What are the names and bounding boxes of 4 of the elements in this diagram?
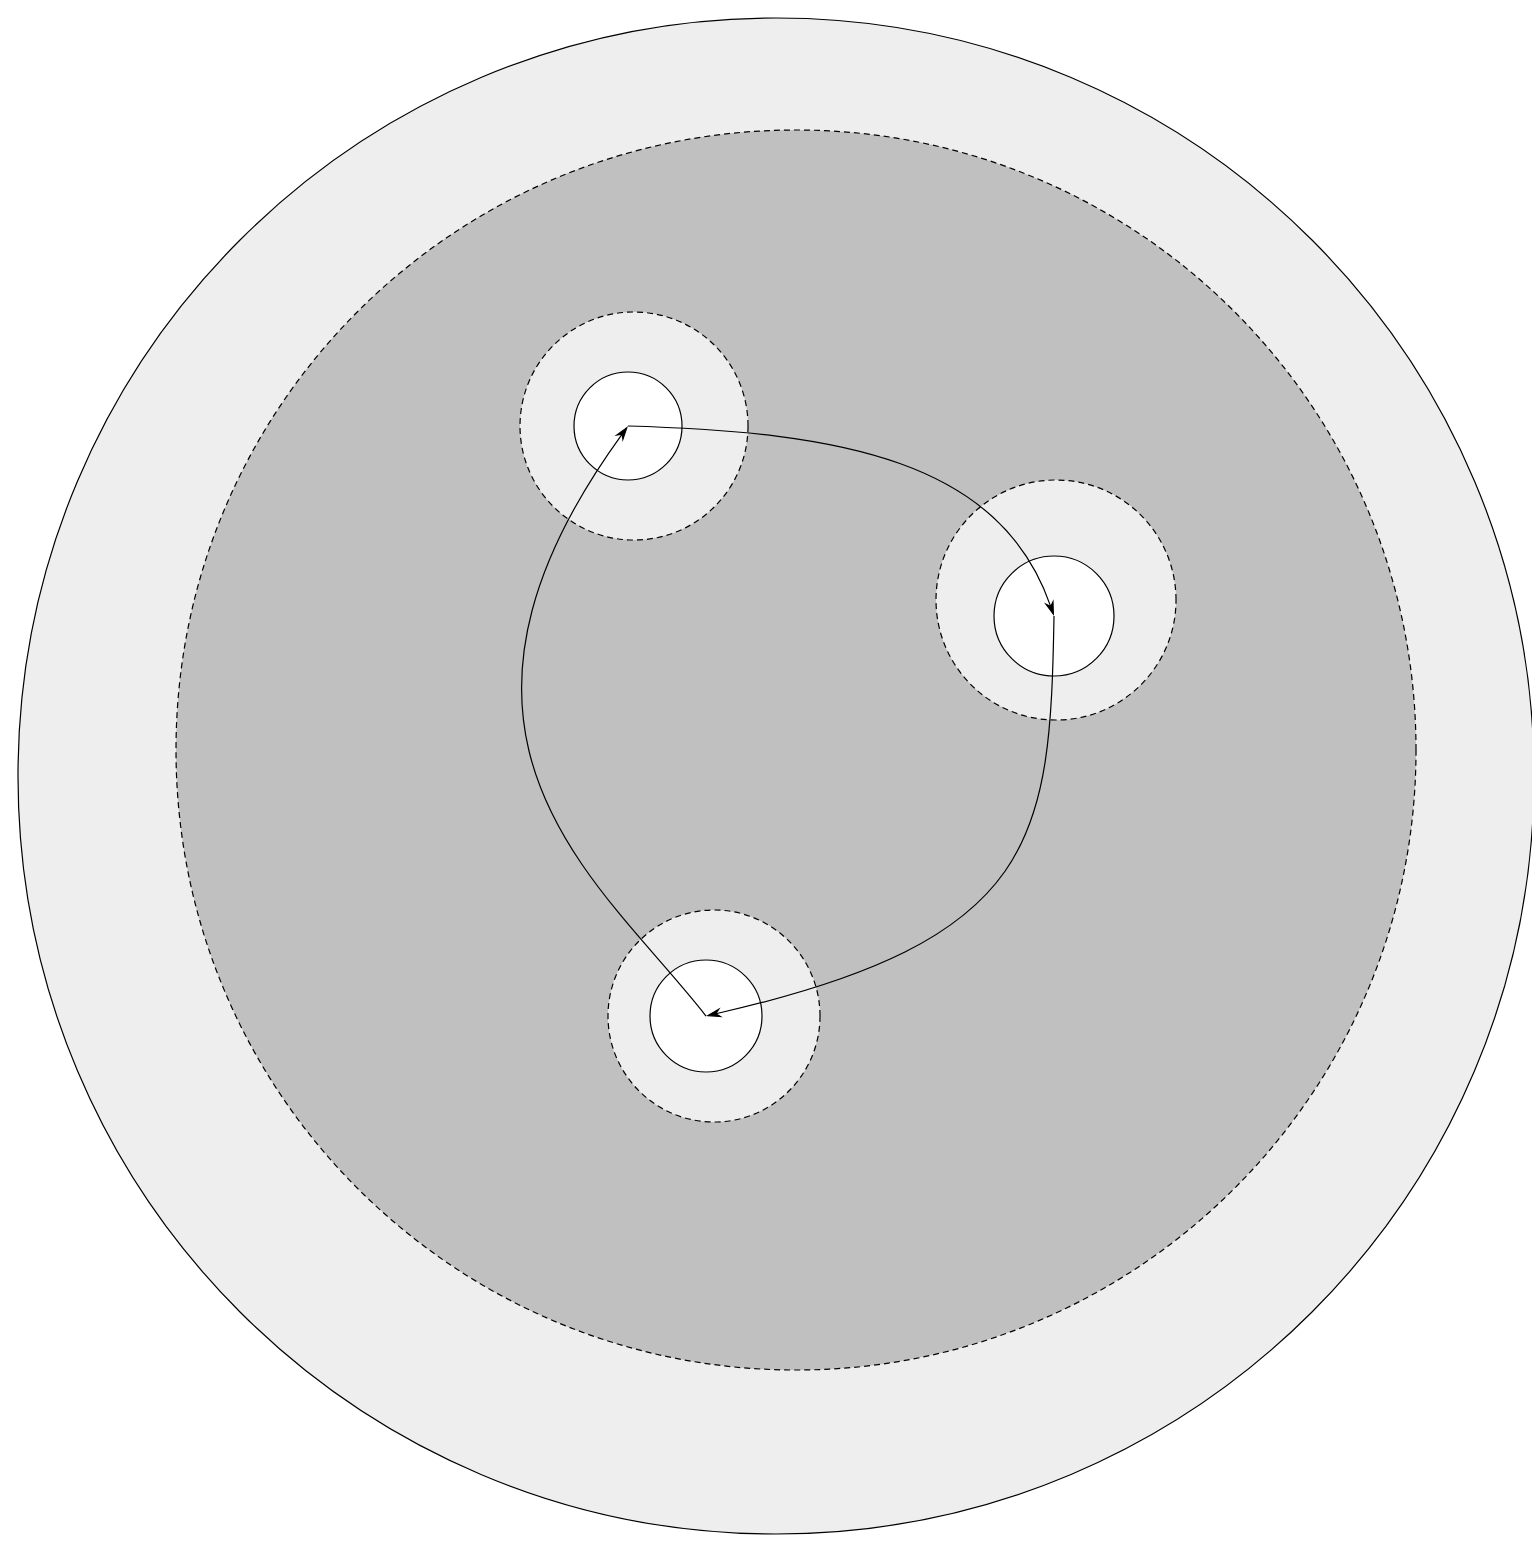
- core-circle: [993, 555, 1115, 677]
- core-circle: [573, 371, 683, 481]
- inner-disc: [175, 129, 1417, 1371]
- core-circle: [649, 959, 763, 1073]
